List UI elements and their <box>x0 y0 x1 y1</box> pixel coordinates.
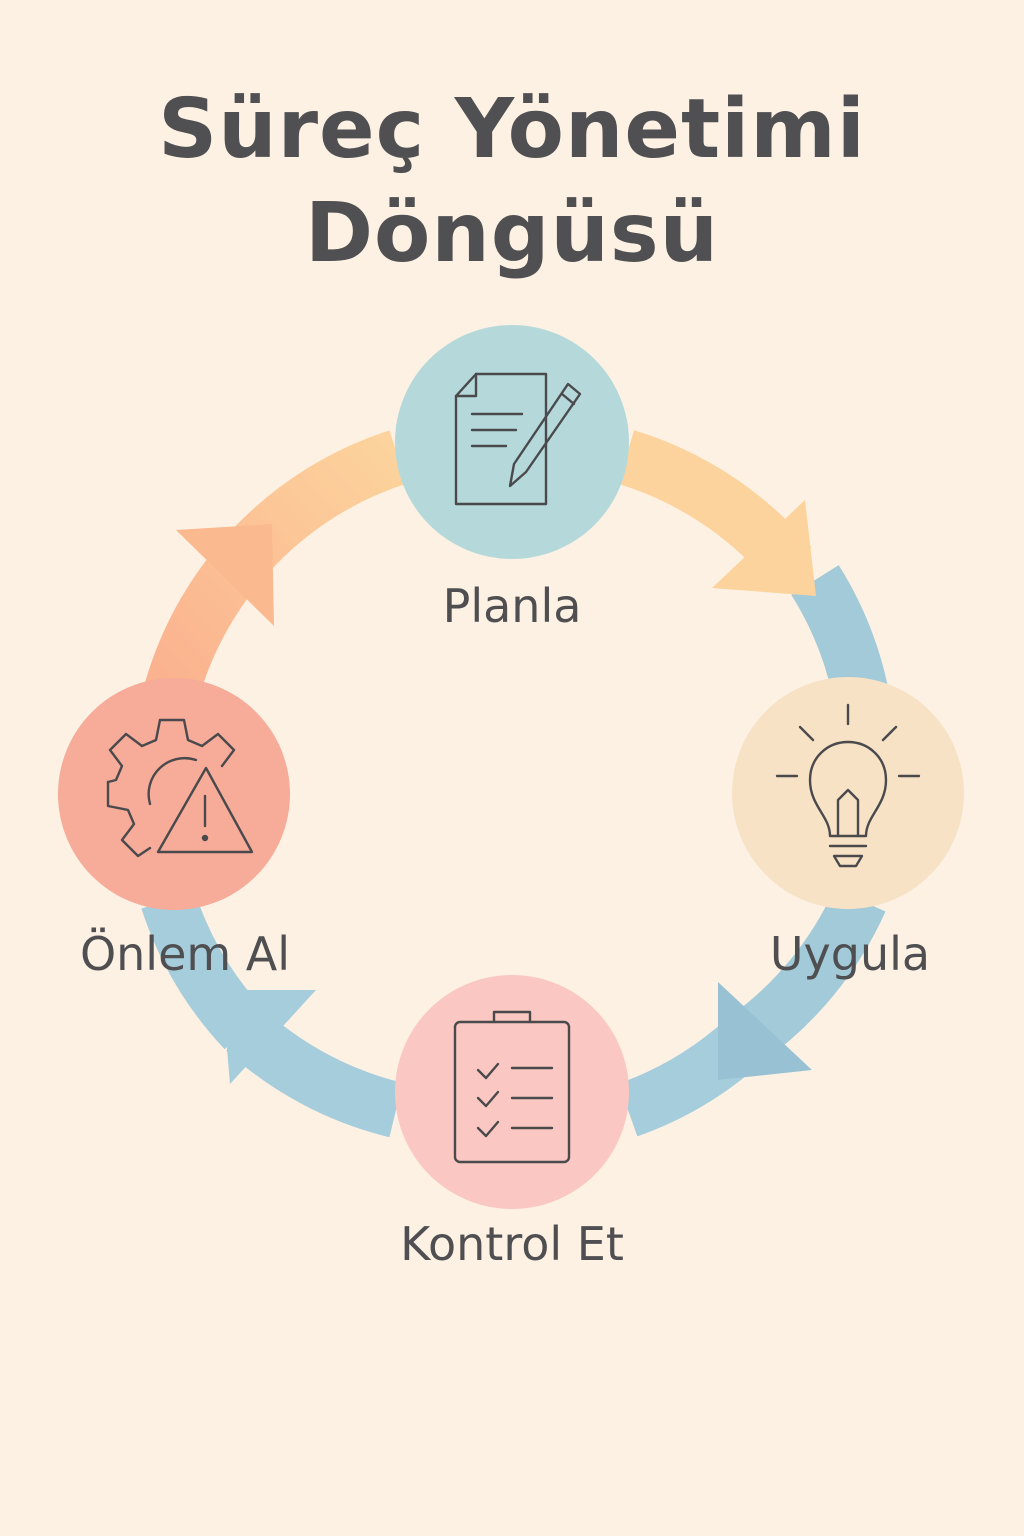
arrowhead-up-left <box>176 524 274 626</box>
step-label-onlem: Önlem Al <box>79 927 291 981</box>
gear-warning-icon <box>106 718 254 858</box>
document-pencil-icon <box>454 372 582 506</box>
clipboard-checklist-icon <box>453 1010 571 1164</box>
arrowhead-bottom-left <box>222 990 316 1084</box>
step-circle-planla[interactable] <box>395 325 629 559</box>
arrowhead-right-down <box>718 982 812 1080</box>
lightbulb-icon <box>775 703 921 868</box>
page-title: Süreç Yönetimi Döngüsü <box>0 78 1024 286</box>
title-line-2: Döngüsü <box>304 186 720 281</box>
step-circle-onlem[interactable] <box>58 678 290 910</box>
arrowhead-top-right <box>712 500 816 596</box>
step-circle-kontrol[interactable] <box>395 975 629 1209</box>
step-circle-uygula[interactable] <box>732 677 964 909</box>
arrow-uygula-to-kontrol <box>791 565 888 697</box>
title-line-1: Süreç Yönetimi <box>158 82 866 177</box>
step-label-uygula: Uygula <box>769 927 931 981</box>
step-label-kontrol: Kontrol Et <box>400 1217 624 1271</box>
arrow-onlem-to-planla <box>145 430 407 699</box>
step-label-planla: Planla <box>442 579 582 633</box>
